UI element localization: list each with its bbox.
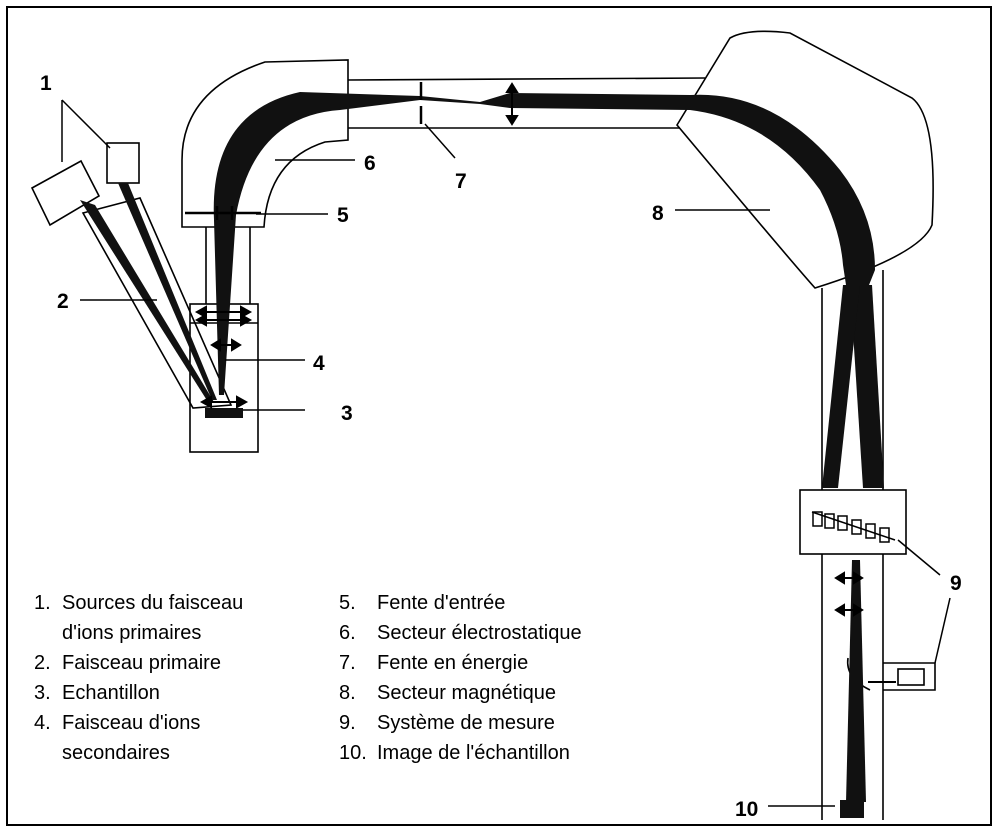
legend-item: 10. Image de l'échantillon xyxy=(339,738,582,768)
legend-text: Echantillon xyxy=(62,682,160,704)
legend-number: 5. xyxy=(339,592,356,614)
legend-text: Faisceau d'ions xyxy=(62,712,201,734)
secondary-ion-beam xyxy=(213,92,876,395)
legend-item: 3. Echantillon xyxy=(34,678,243,708)
legend-right: 5. Fente d'entrée 6. Secteur électrostatiqu… xyxy=(339,588,582,768)
legend-text: Fente d'entrée xyxy=(377,592,506,614)
legend-text-continued: secondaires xyxy=(62,742,170,764)
label-2: 2 xyxy=(57,290,69,313)
legend-number: 1. xyxy=(34,592,51,614)
legend-text-continued: d'ions primaires xyxy=(62,622,202,644)
legend-text: Image de l'échantillon xyxy=(377,742,570,764)
legend-text: Sources du faisceau xyxy=(62,592,244,614)
label-6: 6 xyxy=(364,152,376,175)
legend-item: 9. Système de mesure xyxy=(339,708,582,738)
ion-source-upper xyxy=(106,142,140,184)
primary-beam xyxy=(118,183,217,400)
label-7: 7 xyxy=(455,170,467,193)
legend-item: 6. Secteur électrostatique xyxy=(339,618,582,648)
label-9: 9 xyxy=(950,572,962,595)
legend-text: Fente en énergie xyxy=(377,652,529,674)
sample xyxy=(205,408,243,418)
side-detector xyxy=(897,668,925,686)
legend-number: 10. xyxy=(339,742,367,764)
legend-item: 1. Sources du faisceau xyxy=(34,588,243,618)
legend-number: 4. xyxy=(34,712,51,734)
legend-number: 3. xyxy=(34,682,51,704)
legend-number: 2. xyxy=(34,652,51,674)
detection-box xyxy=(799,489,907,555)
legend-item: 2. Faisceau primaire xyxy=(34,648,243,678)
legend-item: 5. Fente d'entrée xyxy=(339,588,582,618)
label-10: 10 xyxy=(735,798,758,821)
sample-image-detector xyxy=(840,800,864,818)
legend-item: 8. Secteur magnétique xyxy=(339,678,582,708)
label-3: 3 xyxy=(341,402,353,425)
legend-number: 9. xyxy=(339,712,356,734)
diagram-frame xyxy=(6,6,992,826)
legend-item: 4. Faisceau d'ions xyxy=(34,708,243,738)
primary-column xyxy=(81,197,233,409)
magnetic-sector xyxy=(676,30,934,289)
legend-item: 7. Fente en énergie xyxy=(339,648,582,678)
legend-text: Système de mesure xyxy=(377,712,555,734)
label-1: 1 xyxy=(40,72,52,95)
legend-text: Secteur magnétique xyxy=(377,682,557,704)
ion-source-lower xyxy=(30,159,101,227)
electrostatic-sector xyxy=(181,59,349,228)
legend-number: 8. xyxy=(339,682,356,704)
label-5: 5 xyxy=(337,204,349,227)
legend-text: Faisceau primaire xyxy=(62,652,221,674)
legend-number: 7. xyxy=(339,652,356,674)
legend-left: 1. Sources du faisceau d'ions primaires 2. F… xyxy=(34,588,243,768)
legend-text: Secteur électrostatique xyxy=(377,622,582,644)
label-4: 4 xyxy=(313,352,325,375)
legend-number: 6. xyxy=(339,622,356,644)
label-8: 8 xyxy=(652,202,664,225)
